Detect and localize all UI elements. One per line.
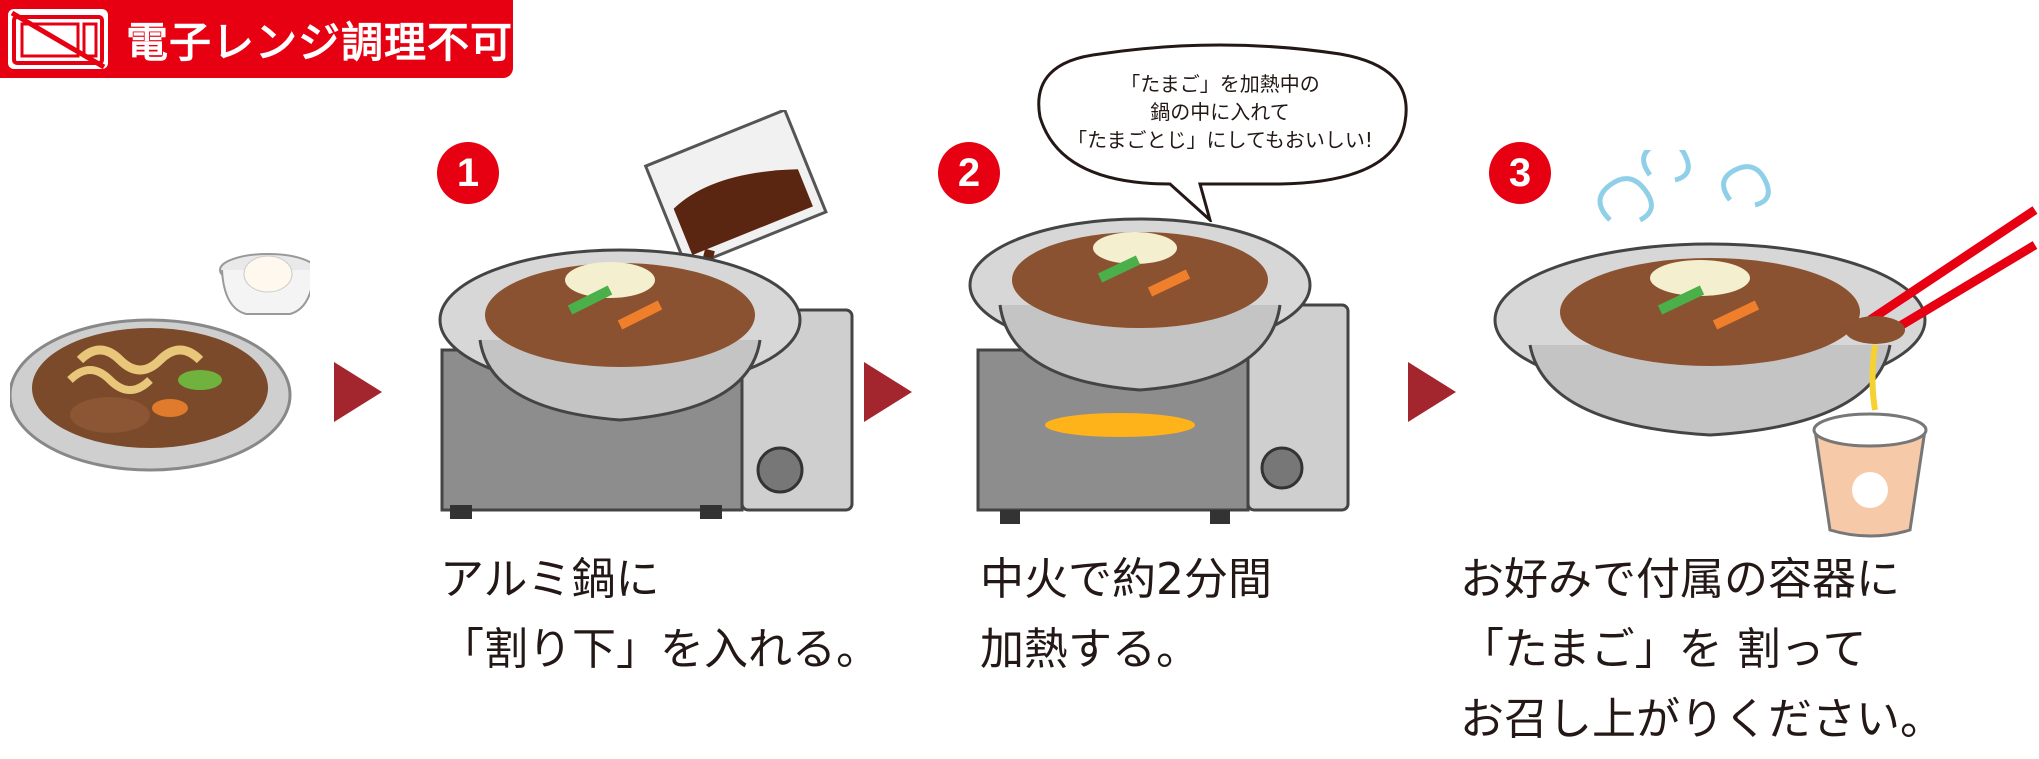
step1-illustration: [438, 110, 854, 519]
step1-caption: アルミ鍋に 「割り下」を入れる。: [440, 545, 880, 685]
badge-label: 電子レンジ調理不可: [126, 17, 514, 67]
ingredients-illustration: [10, 253, 310, 472]
step-number-3: 3: [1489, 142, 1551, 204]
caption-line: 「たまご」を 割って: [1460, 624, 1867, 675]
bubble-text: 「たまご」を加熱中の 鍋の中に入れて 「たまごとじ」にしてもおいしい!: [1040, 70, 1400, 154]
step3-caption: お好みで付属の容器に 「たまご」を 割って お召し上がりください。: [1460, 545, 1944, 755]
caption-line: 加熱する。: [980, 624, 1200, 675]
bubble-line: 「たまごとじ」にしてもおいしい!: [1067, 128, 1373, 152]
step-number-2: 2: [938, 142, 1000, 204]
step2-caption: 中火で約2分間 加熱する。: [980, 545, 1272, 685]
caption-line: お召し上がりください。: [1460, 694, 1944, 745]
step-arrow-icon: [334, 362, 382, 422]
step-arrow-icon: [864, 362, 912, 422]
step3-illustration: [1493, 150, 2038, 538]
step-arrow-icon: [1408, 362, 1456, 422]
no-microwave-icon: [8, 9, 108, 70]
caption-line: 「割り下」を入れる。: [440, 624, 880, 675]
caption-line: アルミ鍋に: [440, 554, 660, 605]
bubble-line: 鍋の中に入れて: [1150, 100, 1290, 124]
step2-illustration: [968, 217, 1350, 524]
speech-bubble: [1037, 43, 1408, 222]
no-microwave-badge: 電子レンジ調理不可: [0, 0, 513, 78]
caption-line: お好みで付属の容器に: [1460, 554, 1900, 605]
step-number-1: 1: [437, 142, 499, 204]
bubble-line: 「たまご」を加熱中の: [1120, 72, 1320, 96]
caption-line: 中火で約2分間: [980, 554, 1272, 605]
